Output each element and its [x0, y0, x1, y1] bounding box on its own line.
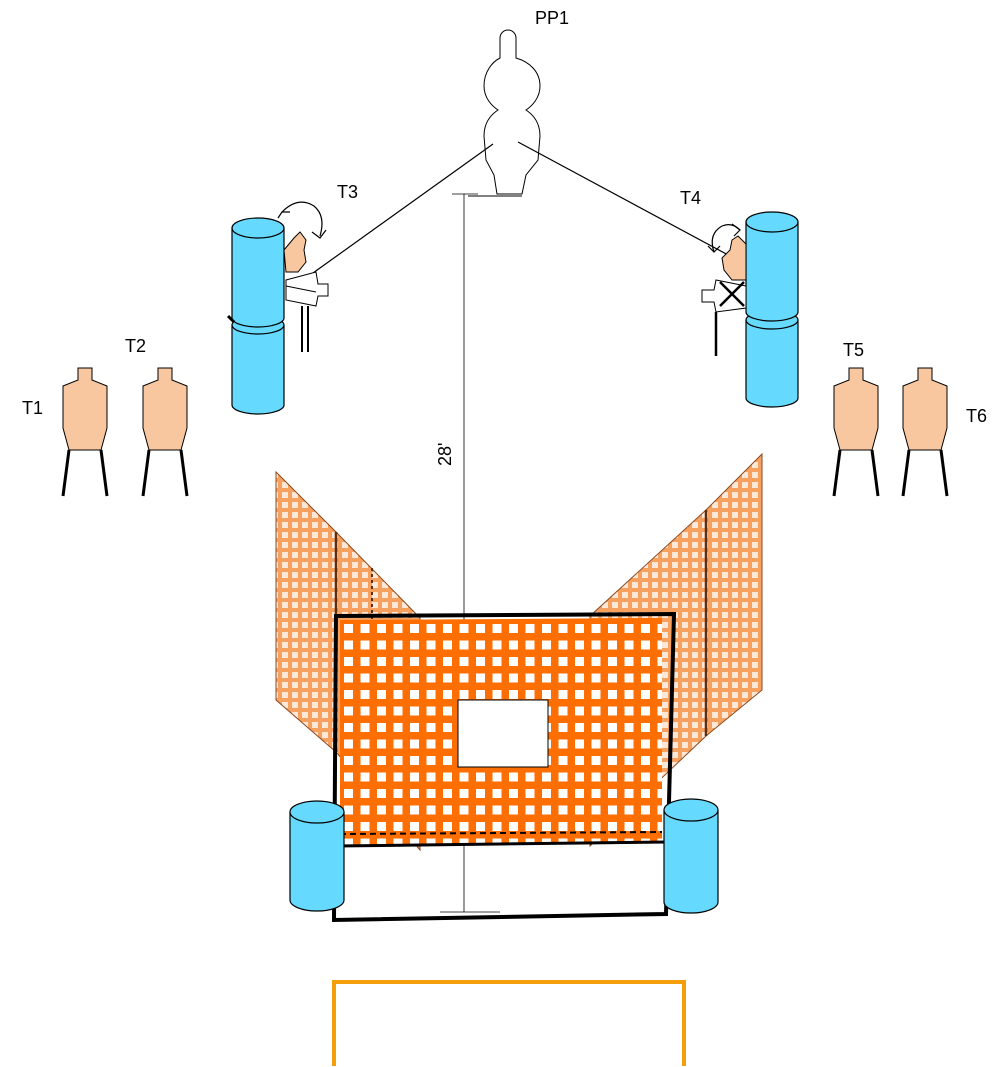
barrel-front-right	[663, 798, 719, 914]
barrel-icon	[663, 798, 719, 914]
shooting-box	[331, 611, 677, 923]
popper-pp1: PP1	[468, 8, 569, 197]
ipsc-target-icon	[62, 367, 108, 451]
target-t1	[61, 367, 109, 497]
no-shoot-silhouette-icon	[483, 29, 541, 195]
ipsc-target-icon	[721, 235, 747, 281]
barrel-stack-right	[745, 211, 799, 408]
ipsc-target-icon	[283, 231, 307, 273]
target-t6	[901, 367, 949, 497]
barrel-icon	[289, 800, 345, 912]
label-t2: T2	[125, 336, 146, 356]
mesh-port-opening	[457, 699, 549, 768]
barrel-icon	[231, 315, 285, 415]
rotating-target-icon	[701, 279, 747, 313]
ipsc-target-icon	[142, 367, 188, 451]
barrel-icon	[231, 217, 285, 328]
target-t4-swinger: T4	[680, 188, 747, 356]
ipsc-target-icon	[833, 367, 879, 451]
label-pp1: PP1	[535, 8, 569, 28]
barrel-icon	[745, 310, 799, 408]
start-area-fault-line	[332, 980, 686, 1066]
barrel-stack-left	[226, 217, 285, 415]
label-t5: T5	[843, 340, 864, 360]
barrel-icon	[745, 211, 799, 322]
target-t3-swinger: T3	[277, 182, 358, 352]
rotating-target-icon	[285, 271, 329, 307]
label-t3: T3	[337, 182, 358, 202]
barrel-front-left	[289, 800, 345, 912]
label-t4: T4	[680, 188, 701, 208]
target-t2	[141, 367, 189, 497]
label-t6: T6	[966, 406, 987, 426]
label-t1: T1	[22, 398, 43, 418]
ipsc-target-icon	[902, 367, 948, 451]
target-t5	[832, 367, 880, 497]
distance-label: 28'	[435, 443, 455, 466]
activation-cables	[312, 141, 731, 274]
